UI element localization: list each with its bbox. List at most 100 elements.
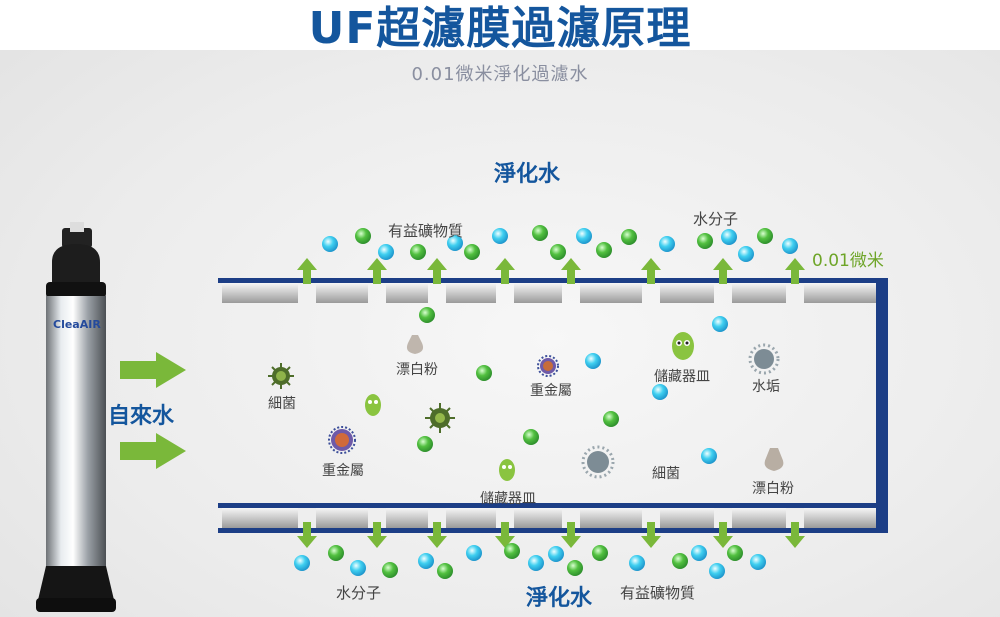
flow-arrow-down [641, 522, 661, 548]
water-molecule [576, 228, 592, 244]
contaminant-label: 儲藏器皿 [480, 491, 536, 507]
output-label-bottom: 淨化水 [526, 586, 593, 611]
membrane-segment [660, 508, 714, 528]
mineral-molecule [476, 365, 492, 381]
water-molecule [585, 353, 601, 369]
mineral-molecule [697, 233, 713, 249]
flow-arrow-up [713, 258, 733, 284]
membrane-frame [218, 278, 888, 533]
water-molecule [294, 555, 310, 571]
mineral-molecule [596, 242, 612, 258]
flow-arrow-down [297, 522, 317, 548]
flow-arrow-down [495, 522, 515, 548]
mineral-molecule [382, 562, 398, 578]
title-band [0, 0, 1000, 50]
membrane-segment [580, 283, 642, 303]
membrane-segment [580, 508, 642, 528]
membrane-segment [514, 508, 562, 528]
contaminant-label: 水垢 [752, 379, 780, 395]
water-molecule [738, 246, 754, 262]
membrane-segment [732, 508, 786, 528]
inlet-arrows [120, 352, 186, 469]
contaminant-label: 細菌 [652, 466, 680, 482]
mineral-molecule [417, 436, 433, 452]
water-molecule [548, 546, 564, 562]
inlet-label: 自來水 [108, 404, 175, 429]
membrane-segment [660, 283, 714, 303]
flow-arrow-down [367, 522, 387, 548]
page-subtitle: 0.01微米淨化過濾水 [411, 64, 589, 85]
contaminant-label: 漂白粉 [396, 362, 438, 378]
membrane-segment [514, 283, 562, 303]
contaminant-bacteria [268, 363, 294, 389]
membrane-segment [222, 508, 298, 528]
mineral-molecule [419, 307, 435, 323]
page-title: UF超濾膜過濾原理 [308, 3, 692, 54]
contaminant-bacteria [425, 403, 455, 433]
water-molecule [528, 555, 544, 571]
flow-arrow-down [427, 522, 447, 548]
flow-arrow-up [561, 258, 581, 284]
water-molecule [712, 316, 728, 332]
contaminant-ring-worm [672, 332, 694, 360]
membrane-segment [804, 508, 876, 528]
contaminant-label: 漂白粉 [752, 481, 794, 497]
water-molecule [378, 244, 394, 260]
mineral-molecule [621, 229, 637, 245]
label-top-water: 水分子 [693, 210, 739, 228]
contaminant-heavy-metal [537, 355, 559, 377]
mineral-molecule [532, 225, 548, 241]
water-molecule [350, 560, 366, 576]
label-top-minerals: 有益礦物質 [388, 222, 464, 240]
contaminant-label: 細菌 [268, 396, 296, 412]
water-molecule [709, 563, 725, 579]
filter-brand: CleaAIR [53, 318, 101, 331]
membrane-segment [386, 283, 428, 303]
flow-arrow-up [297, 258, 317, 284]
mineral-molecule [550, 244, 566, 260]
mineral-molecule [464, 244, 480, 260]
membrane-segment [446, 283, 496, 303]
flow-arrow-up [427, 258, 447, 284]
membrane-segment [732, 283, 786, 303]
mineral-molecule [523, 429, 539, 445]
membrane-segment [386, 508, 428, 528]
water-molecule [629, 555, 645, 571]
flow-arrow-down [713, 522, 733, 548]
membrane-segment [316, 508, 368, 528]
contaminant-bleach [406, 335, 424, 354]
output-label-top: 淨化水 [494, 162, 561, 187]
flow-arrow-up [495, 258, 515, 284]
mineral-molecule [410, 244, 426, 260]
water-molecule [701, 448, 717, 464]
pore-size-label: 0.01微米 [812, 251, 884, 271]
water-molecule [750, 554, 766, 570]
water-molecule [782, 238, 798, 254]
contaminant-ring-worm [365, 394, 381, 416]
bottom-membrane [218, 503, 888, 528]
mineral-molecule [603, 411, 619, 427]
label-bottom-minerals: 有益礦物質 [620, 584, 696, 602]
water-molecule [492, 228, 508, 244]
top-membrane [222, 283, 876, 303]
water-molecule [721, 229, 737, 245]
mineral-molecule [567, 560, 583, 576]
mineral-molecule [355, 228, 371, 244]
contaminant-scale [748, 343, 780, 375]
molecules [294, 225, 798, 579]
filter-housing [36, 222, 116, 612]
mineral-molecule [757, 228, 773, 244]
contaminant-label: 重金屬 [322, 463, 364, 479]
contaminant-heavy-metal [328, 426, 356, 454]
flow-arrow-up [367, 258, 387, 284]
membrane-segment [222, 283, 298, 303]
water-molecule [322, 236, 338, 252]
label-bottom-water: 水分子 [336, 584, 382, 602]
water-molecule [466, 545, 482, 561]
flow-arrow-up [785, 258, 805, 284]
contaminant-bleach [764, 448, 784, 471]
flow-arrow-down [561, 522, 581, 548]
water-molecule [447, 235, 463, 251]
flow-arrow-down [785, 522, 805, 548]
